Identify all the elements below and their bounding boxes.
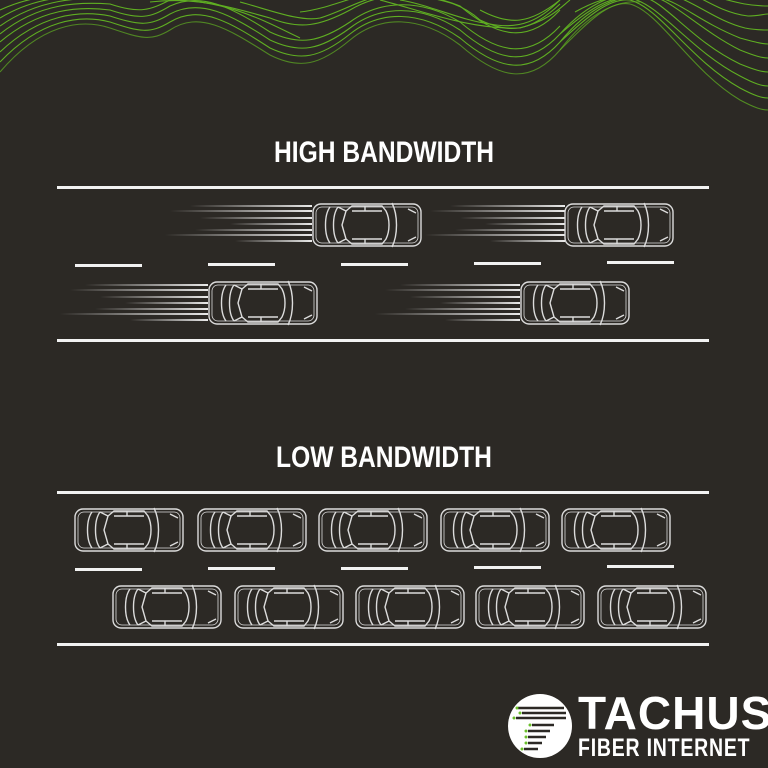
lane-dash xyxy=(75,568,142,571)
car-icon xyxy=(597,584,707,630)
car-icon xyxy=(112,584,222,630)
logo-emblem-icon xyxy=(508,694,572,758)
car-icon xyxy=(440,507,550,553)
car-icon xyxy=(561,507,671,553)
green-wave-lines-decoration xyxy=(0,0,768,111)
car-icon xyxy=(312,202,422,248)
lane-dash xyxy=(474,262,541,265)
car-icon xyxy=(475,584,585,630)
high-bandwidth-title: HIGH BANDWIDTH xyxy=(273,136,495,169)
car-icon xyxy=(520,280,630,326)
car-icon xyxy=(74,507,184,553)
low-road-bottom-edge xyxy=(57,643,709,646)
tachus-logo: TACHUS FIBER INTERNET xyxy=(506,690,768,768)
lane-dash xyxy=(607,565,674,568)
car-icon xyxy=(197,507,307,553)
lane-dash xyxy=(208,567,275,570)
lane-dash xyxy=(208,263,275,266)
lane-dash xyxy=(607,261,674,264)
low-road-top-edge xyxy=(57,491,709,494)
brand-tagline: FIBER INTERNET xyxy=(578,734,751,762)
low-bandwidth-title: LOW BANDWIDTH xyxy=(276,441,492,474)
car-icon xyxy=(318,507,428,553)
car-icon xyxy=(355,584,465,630)
car-icon xyxy=(564,202,674,248)
car-icon xyxy=(208,280,318,326)
lane-dash xyxy=(341,263,408,266)
high-road-top-edge xyxy=(57,186,709,189)
lane-dash xyxy=(474,566,541,569)
lane-dash xyxy=(75,264,142,267)
car-icon xyxy=(234,584,344,630)
lane-dash xyxy=(341,567,408,570)
brand-name: TACHUS xyxy=(578,687,768,739)
high-road-bottom-edge xyxy=(57,339,709,342)
